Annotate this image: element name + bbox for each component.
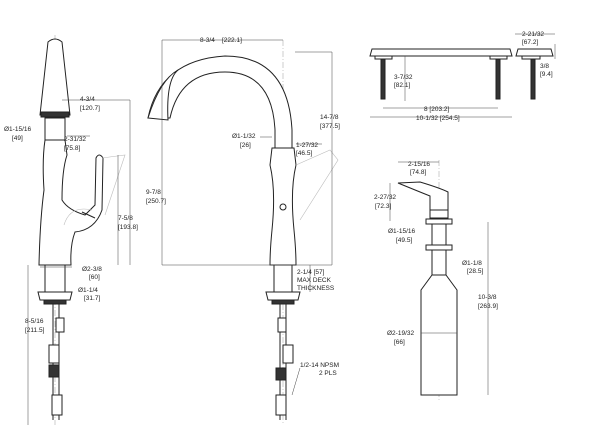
front-spout-dia-mm: [26] bbox=[240, 142, 251, 149]
side-faucet-drawing bbox=[27, 35, 131, 425]
faucet-body bbox=[38, 139, 104, 266]
side-base-dia-mm: [60] bbox=[89, 274, 100, 281]
deck-thickness-line2: MAX DECK bbox=[297, 277, 332, 284]
plate-height-mm: [9.4] bbox=[540, 71, 553, 78]
side-handle-height: 7-5/8 bbox=[118, 215, 133, 222]
front-body-width: 1-27/32 bbox=[296, 142, 318, 149]
front-faucet-drawing bbox=[147, 39, 339, 425]
soap-pump-height-mm: [72.3] bbox=[375, 203, 391, 210]
side-below-deck: 8-5/16 bbox=[25, 318, 44, 325]
deck-thickness: 2-1/4 [57] bbox=[297, 269, 325, 276]
plate-length: 10-1/32 [254.5] bbox=[416, 115, 460, 122]
soap-flange-dia: Ø1-15/16 bbox=[388, 228, 415, 235]
soap-dispenser-drawing bbox=[389, 160, 489, 400]
soap-pump-height: 2-27/32 bbox=[374, 194, 396, 201]
side-reach-mm: [120.7] bbox=[80, 105, 100, 112]
soap-bottle-dia-mm: [66] bbox=[394, 339, 405, 346]
side-height: 9-7/8 bbox=[146, 189, 161, 196]
side-shank-dia-mm: [31.7] bbox=[84, 295, 100, 302]
front-height: 14-7/8 bbox=[320, 114, 339, 121]
soap-below-deck: 10-3/8 bbox=[478, 294, 497, 301]
spray-head bbox=[39, 38, 71, 116]
soap-shank-dia-mm: [28.5] bbox=[467, 268, 483, 275]
soap-shank-dia: Ø1-1/8 bbox=[462, 260, 482, 267]
front-reach: 8-3/4 bbox=[200, 37, 215, 44]
soap-reach-mm: [74.8] bbox=[410, 169, 426, 176]
connection-spec: 1/2-14 NPSM bbox=[300, 362, 339, 369]
front-reach-mm: [222.1] bbox=[222, 37, 242, 44]
stud-length-mm: [82.1] bbox=[394, 82, 410, 89]
spout bbox=[147, 55, 293, 149]
soap-pump-head bbox=[397, 181, 449, 211]
stud-length: 3-7/32 bbox=[394, 74, 413, 81]
soap-bottle bbox=[420, 274, 458, 396]
plate-depth-mm: [67.2] bbox=[522, 39, 538, 46]
front-body-width-mm: [46.5] bbox=[296, 150, 312, 157]
side-handle-height-mm: [193.8] bbox=[118, 224, 138, 231]
side-head-dia-mm: [49] bbox=[12, 135, 23, 142]
side-base-dia: Ø2-3/8 bbox=[82, 266, 102, 273]
side-height-mm: [250.7] bbox=[146, 198, 166, 205]
side-handle-offset: 2-31/32 bbox=[64, 136, 86, 143]
side-reach-label: 4-3/4 bbox=[80, 96, 95, 103]
plate-depth: 2-21/32 bbox=[522, 31, 544, 38]
side-handle-offset-mm: [75.8] bbox=[64, 145, 80, 152]
soap-reach: 2-15/16 bbox=[408, 161, 430, 168]
side-shank-dia: Ø1-1/4 bbox=[78, 287, 98, 294]
front-height-mm: [377.5] bbox=[320, 123, 340, 130]
stud-spacing: 8 [203.2] bbox=[424, 106, 449, 113]
deck-plate-drawing bbox=[369, 33, 556, 118]
connection-spec-line2: 2 PLS bbox=[319, 370, 337, 377]
side-head-dia: Ø1-15/16 bbox=[4, 126, 31, 133]
soap-bottle-dia: Ø2-19/32 bbox=[387, 330, 414, 337]
front-spout-dia: Ø1-1/32 bbox=[232, 133, 256, 140]
deck-thickness-line3: THICKNESS bbox=[297, 285, 335, 292]
side-below-deck-mm: [211.5] bbox=[25, 327, 45, 334]
soap-flange-dia-mm: [49.5] bbox=[396, 237, 412, 244]
soap-below-deck-mm: [263.9] bbox=[478, 303, 498, 310]
plate-height: 3/8 bbox=[540, 63, 549, 70]
